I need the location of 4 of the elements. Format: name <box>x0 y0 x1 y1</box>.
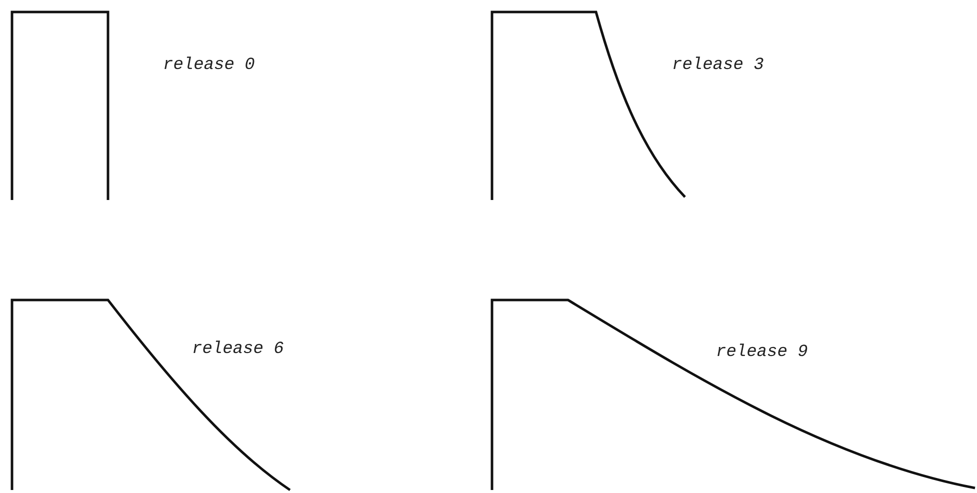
curve-label: release 9 <box>716 343 808 362</box>
curve-label: release 0 <box>163 56 255 75</box>
curve-label: release 6 <box>192 340 284 359</box>
curve-label: release 3 <box>672 56 764 75</box>
